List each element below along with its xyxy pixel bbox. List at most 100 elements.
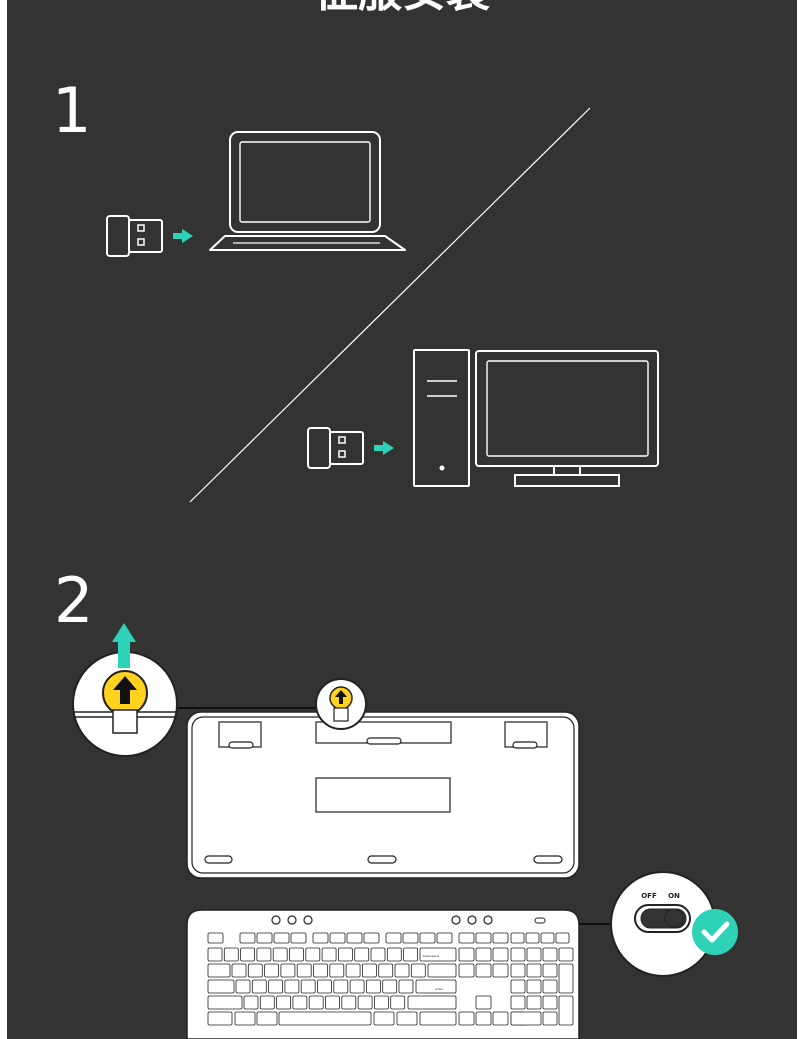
keycap [308,995,324,1010]
keycap [370,947,386,962]
check-icon [692,909,738,955]
keycap [458,1011,475,1026]
keycap [207,1011,233,1026]
step-2-number: 2 [54,564,94,637]
keyboard-underside [186,711,580,879]
keycap [475,995,492,1010]
keycap [510,963,526,978]
keycap [382,979,398,994]
monitor-icon [475,350,659,487]
step-1-number: 1 [52,74,92,147]
keycap [317,979,332,994]
power-switch-callout: OFF ON [610,871,716,977]
keycap [325,995,340,1010]
keycap [235,979,251,994]
keycap [284,979,300,994]
keycap [542,979,558,994]
keycap [305,947,321,962]
keycap [542,963,558,978]
keycap [256,1011,278,1026]
keycap [390,995,406,1010]
pull-up-arrow-icon [112,623,136,668]
keycap [510,995,526,1010]
keycap [272,947,288,962]
keycap [558,995,574,1026]
laptop-icon [209,131,406,251]
keycap [542,947,558,962]
keycap [268,979,284,994]
setup-illustration: backspace enter OFF ON [72,107,738,1039]
keycap [292,995,308,1010]
keycap [492,963,509,978]
backspace-key-label: backspace [423,954,439,958]
keycap [492,932,509,944]
keycap [251,979,267,994]
keycap [394,963,410,978]
arrow-right-icon [374,441,394,455]
keycap [207,947,223,962]
keycap [239,932,256,944]
keycap [259,995,275,1010]
keycap [273,932,290,944]
arrow-up-icon [335,690,347,704]
keycap [540,932,555,944]
keycap [475,1011,492,1026]
keycap [223,947,239,962]
keycap [300,979,316,994]
keycap [296,963,312,978]
keycap [542,1011,558,1026]
keycap [402,932,419,944]
keycap [256,947,272,962]
keycap [313,963,328,978]
keycap [510,932,525,944]
keycap [321,947,337,962]
keycap [234,1011,256,1026]
keycap [357,995,373,1010]
keycap [341,995,357,1010]
keycap [333,979,349,994]
keycap [510,979,526,994]
usb-receiver-icon [307,427,364,469]
keycap [363,932,380,944]
setup-panel: 征服安装 1 2 [7,0,797,1039]
keycap [373,995,389,1010]
keycap [345,963,361,978]
keycap [361,963,377,978]
keycap [475,947,492,962]
keyboard-top: backspace enter [186,909,580,1039]
keycap [207,979,235,994]
keycap [403,947,419,962]
keycap [247,963,263,978]
diagonal-divider [189,107,591,503]
arrow-right-icon [173,229,193,243]
keycap [280,963,296,978]
keycap [526,963,542,978]
keycap [312,932,329,944]
keycap [475,963,492,978]
keycap [419,1011,457,1026]
keycap [558,963,574,994]
keycap [436,932,453,944]
keycap [385,932,402,944]
receiver-zoom-callout [72,651,178,757]
keycap [329,932,346,944]
keycap [526,995,542,1010]
keycap [256,932,273,944]
keycap [289,947,304,962]
keycap [419,932,436,944]
keycap [510,947,526,962]
keycap [555,932,570,944]
arrow-up-icon [113,676,137,704]
switch-off-label: OFF [641,892,657,900]
keycap [240,947,256,962]
keycap [492,1011,509,1026]
enter-key-label: enter [435,987,444,991]
keycap [410,963,426,978]
keycap [510,1011,542,1026]
receiver-slot-callout [315,678,367,730]
keycap [207,963,231,978]
switch-on-label: ON [668,892,680,900]
keycap [276,995,292,1010]
desktop-tower-icon [413,349,470,487]
keycap [526,947,542,962]
